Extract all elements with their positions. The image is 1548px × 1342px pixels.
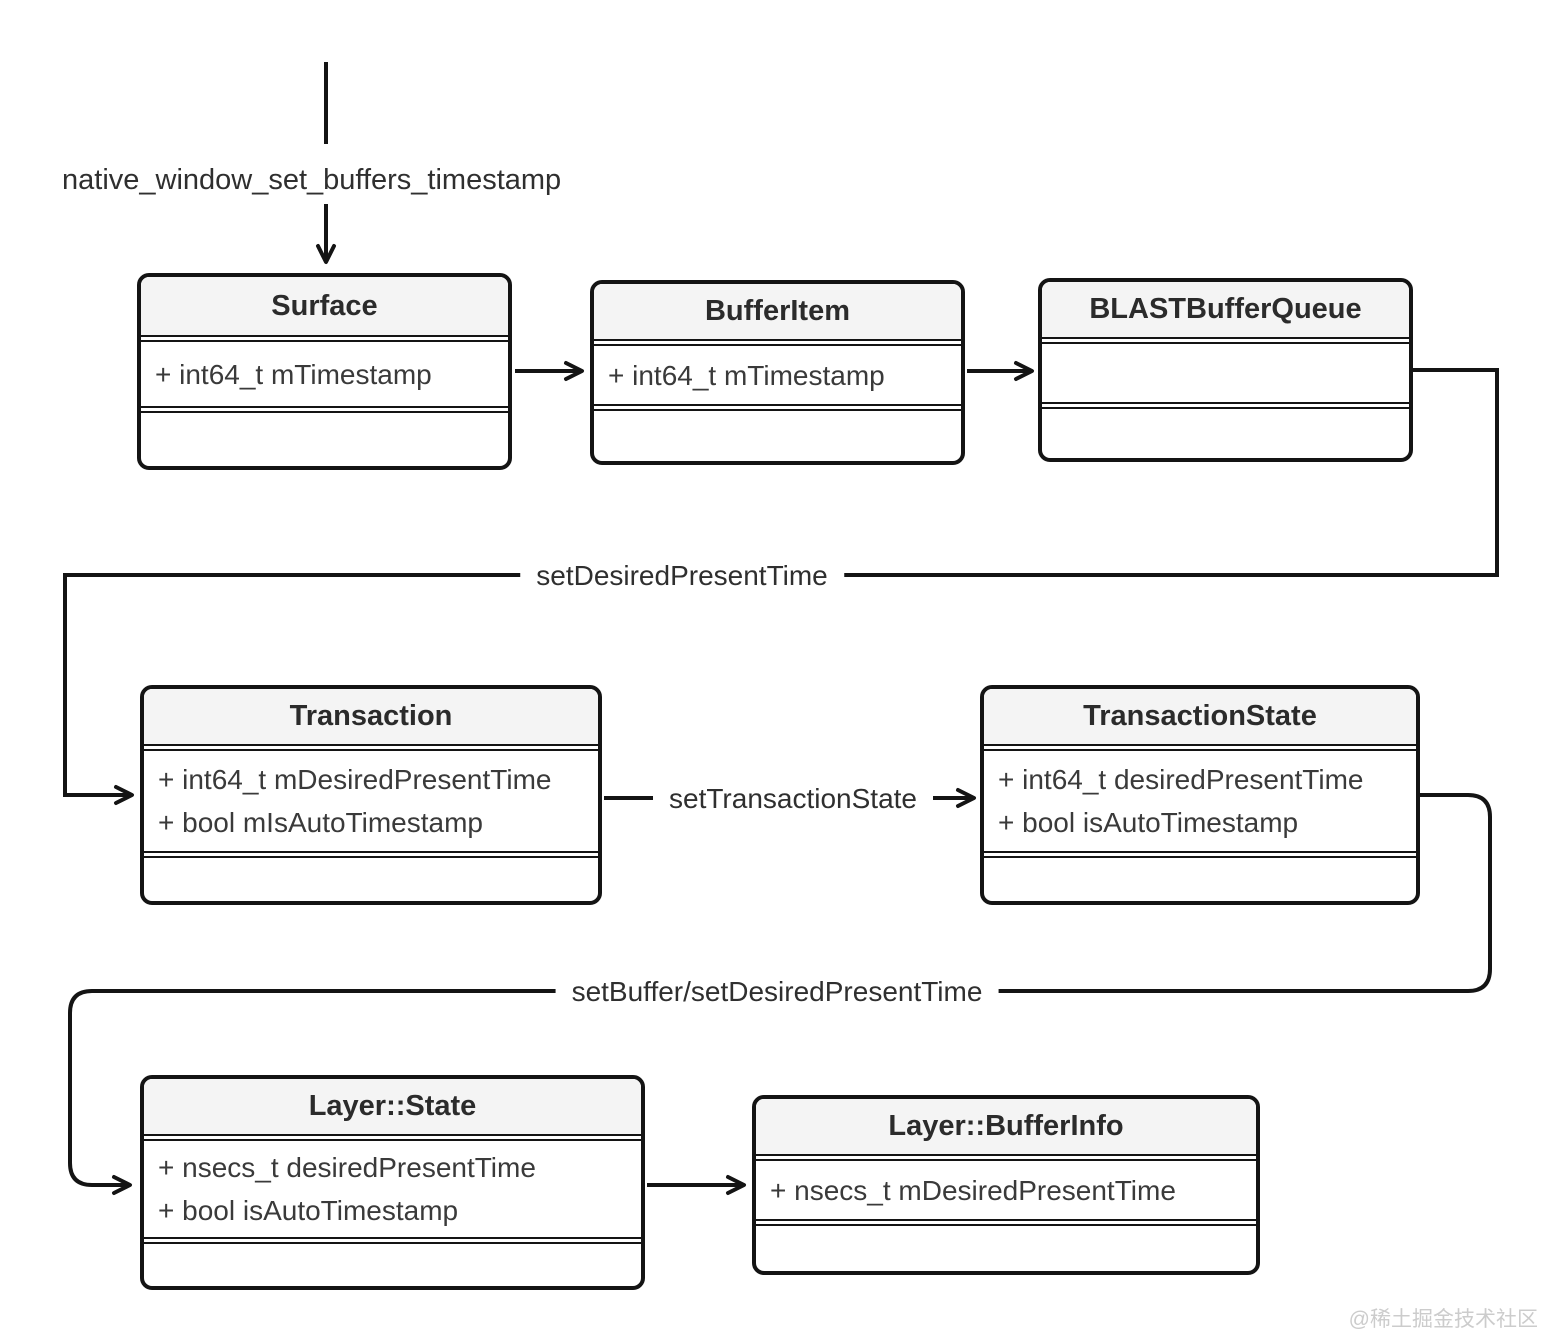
class-bufferitem-header: BufferItem xyxy=(594,284,961,341)
class-blastbufferqueue: BLASTBufferQueue xyxy=(1038,278,1413,462)
class-transaction: Transaction + int64_t mDesiredPresentTim… xyxy=(140,685,602,905)
class-layerstate-methods xyxy=(144,1242,641,1286)
class-attribute: + bool isAutoTimestamp xyxy=(158,1195,459,1226)
class-surface-methods xyxy=(141,411,508,466)
class-bufferitem: BufferItem + int64_t mTimestamp xyxy=(590,280,965,465)
class-surface-title: Surface xyxy=(271,289,378,322)
class-transaction-header: Transaction xyxy=(144,689,598,746)
class-layerstate-header: Layer::State xyxy=(144,1079,641,1136)
class-layerbufferinfo-attributes: + nsecs_t mDesiredPresentTime xyxy=(756,1159,1256,1221)
class-bufferitem-methods xyxy=(594,409,961,461)
class-blastbufferqueue-attributes xyxy=(1042,342,1409,404)
class-attribute: + nsecs_t mDesiredPresentTime xyxy=(770,1174,1176,1206)
watermark: @稀土掘金技术社区 xyxy=(1348,1308,1538,1331)
class-attribute: + int64_t mTimestamp xyxy=(155,358,432,390)
class-surface-header: Surface xyxy=(141,277,508,337)
class-transaction-title: Transaction xyxy=(289,700,453,732)
class-attribute: + bool isAutoTimestamp xyxy=(998,807,1299,838)
class-blastbufferqueue-header: BLASTBufferQueue xyxy=(1042,282,1409,339)
class-attribute: + int64_t mDesiredPresentTime xyxy=(158,764,552,795)
class-transactionstate: TransactionState + int64_t desiredPresen… xyxy=(980,685,1420,905)
class-blastbufferqueue-title: BLASTBufferQueue xyxy=(1089,293,1362,325)
class-layerbufferinfo-title: Layer::BufferInfo xyxy=(888,1110,1124,1142)
class-layerbufferinfo-methods xyxy=(756,1224,1256,1271)
class-bufferitem-attributes: + int64_t mTimestamp xyxy=(594,344,961,406)
class-bufferitem-title: BufferItem xyxy=(704,295,850,327)
class-transaction-methods xyxy=(144,856,598,901)
edge-label-settransactionstate: setTransactionState xyxy=(653,781,933,817)
class-attribute: + int64_t desiredPresentTime xyxy=(998,764,1364,795)
class-layerbufferinfo: Layer::BufferInfo + nsecs_t mDesiredPres… xyxy=(752,1095,1260,1275)
class-surface-attributes: + int64_t mTimestamp xyxy=(141,340,508,408)
class-transactionstate-methods xyxy=(984,856,1416,901)
class-layerstate-title: Layer::State xyxy=(308,1090,477,1122)
class-blastbufferqueue-methods xyxy=(1042,407,1409,458)
class-transactionstate-title: TransactionState xyxy=(1083,700,1317,732)
class-attribute: + nsecs_t desiredPresentTime xyxy=(158,1152,536,1183)
edge-label-setbuffer: setBuffer/setDesiredPresentTime xyxy=(555,974,999,1010)
class-transactionstate-attributes: + int64_t desiredPresentTime + bool isAu… xyxy=(984,749,1416,853)
class-attribute: + int64_t mTimestamp xyxy=(608,359,885,391)
class-surface: Surface + int64_t mTimestamp xyxy=(137,273,512,470)
class-layerstate-attributes: + nsecs_t desiredPresentTime + bool isAu… xyxy=(144,1139,641,1239)
entry-function-label: native_window_set_buffers_timestamp xyxy=(62,164,562,196)
class-transaction-attributes: + int64_t mDesiredPresentTime + bool mIs… xyxy=(144,749,598,853)
class-layerstate: Layer::State + nsecs_t desiredPresentTim… xyxy=(140,1075,645,1290)
class-attribute: + bool mIsAutoTimestamp xyxy=(158,807,483,838)
class-transactionstate-header: TransactionState xyxy=(984,689,1416,746)
edge-label-setdesiredpresenttime: setDesiredPresentTime xyxy=(520,558,844,594)
class-layerbufferinfo-header: Layer::BufferInfo xyxy=(756,1099,1256,1156)
